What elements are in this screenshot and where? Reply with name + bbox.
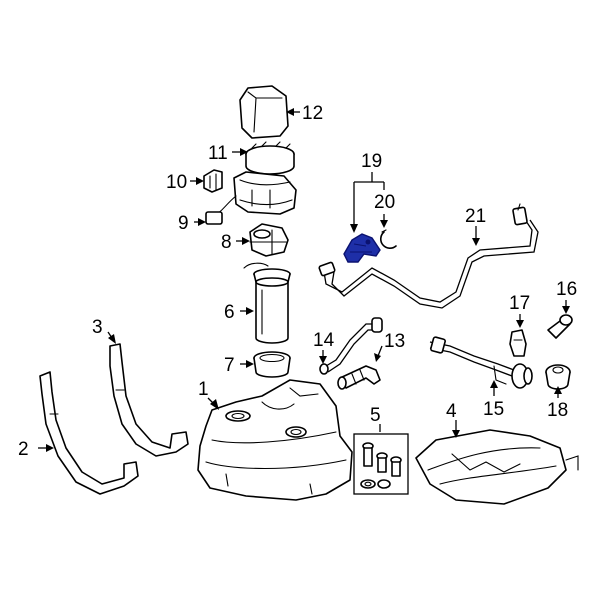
callout-9: 9 [178,213,206,234]
part-18-cap [545,364,571,390]
callout-2: 2 [18,439,54,460]
callout-6-label: 6 [224,302,235,323]
callout-18: 18 [547,386,568,421]
callout-2-label: 2 [18,439,29,460]
callout-17: 17 [509,293,530,328]
callout-12-label: 12 [302,103,323,124]
callout-4: 4 [446,401,460,438]
callout-19: 19 [350,151,385,233]
callout-11: 11 [208,143,248,164]
callout-8: 8 [221,232,250,253]
callout-14: 14 [313,330,335,364]
callout-10: 10 [166,172,204,193]
part-11-lock-ring [245,141,295,175]
callout-13-label: 13 [384,331,405,352]
callout-5-label: 5 [370,405,381,426]
part-1-fuel-tank [197,379,353,501]
callout-12: 12 [286,103,323,124]
callout-4-label: 4 [446,401,457,422]
part-13-vent-hose [337,365,381,390]
callout-10-label: 10 [166,172,187,193]
callout-14-label: 14 [313,330,335,351]
callout-21-label: 21 [465,206,486,227]
part-7-seal-ring [253,351,291,378]
part-4-heat-shield [415,429,579,505]
part-8-regulator [249,223,289,257]
callout-21: 21 [465,206,486,246]
callout-20-label: 20 [374,192,395,213]
callout-3-label: 3 [92,317,103,338]
part-20-clip [380,229,397,249]
part-19-fuel-line-bracket [343,233,381,263]
part-15-sender-cable [429,336,533,389]
part-10-connector [203,169,223,193]
callout-5: 5 [370,405,381,432]
callout-17-label: 17 [509,293,530,314]
callout-7: 7 [224,355,254,376]
callout-18-label: 18 [547,400,568,421]
part-2-tank-strap-left [39,371,139,495]
callout-15: 15 [483,380,504,420]
callout-6: 6 [224,302,254,323]
callout-3: 3 [92,317,116,344]
callout-13: 13 [374,331,405,362]
callout-9-label: 9 [178,213,189,234]
callout-19-label: 19 [361,151,382,172]
part-14-filler-hose [319,317,383,375]
part-17-clip [509,329,527,357]
part-12-pump-cover [239,85,289,139]
callout-16: 16 [556,279,577,314]
part-21-fuel-lines [318,203,539,309]
callout-7-label: 7 [224,355,235,376]
callout-8-label: 8 [221,232,232,253]
part-6-fuel-filter [243,262,291,344]
callout-16-label: 16 [556,279,577,300]
callout-1: 1 [198,379,219,410]
callout-11-label: 11 [208,143,228,164]
part-3-tank-strap-right [109,343,189,457]
callout-1-label: 1 [198,379,209,400]
part-5-hardware-kit [353,433,409,495]
part-16-bolt [547,314,573,339]
callout-20: 20 [374,192,395,228]
part-9-harness-flange [205,171,297,225]
callout-15-label: 15 [483,399,504,420]
